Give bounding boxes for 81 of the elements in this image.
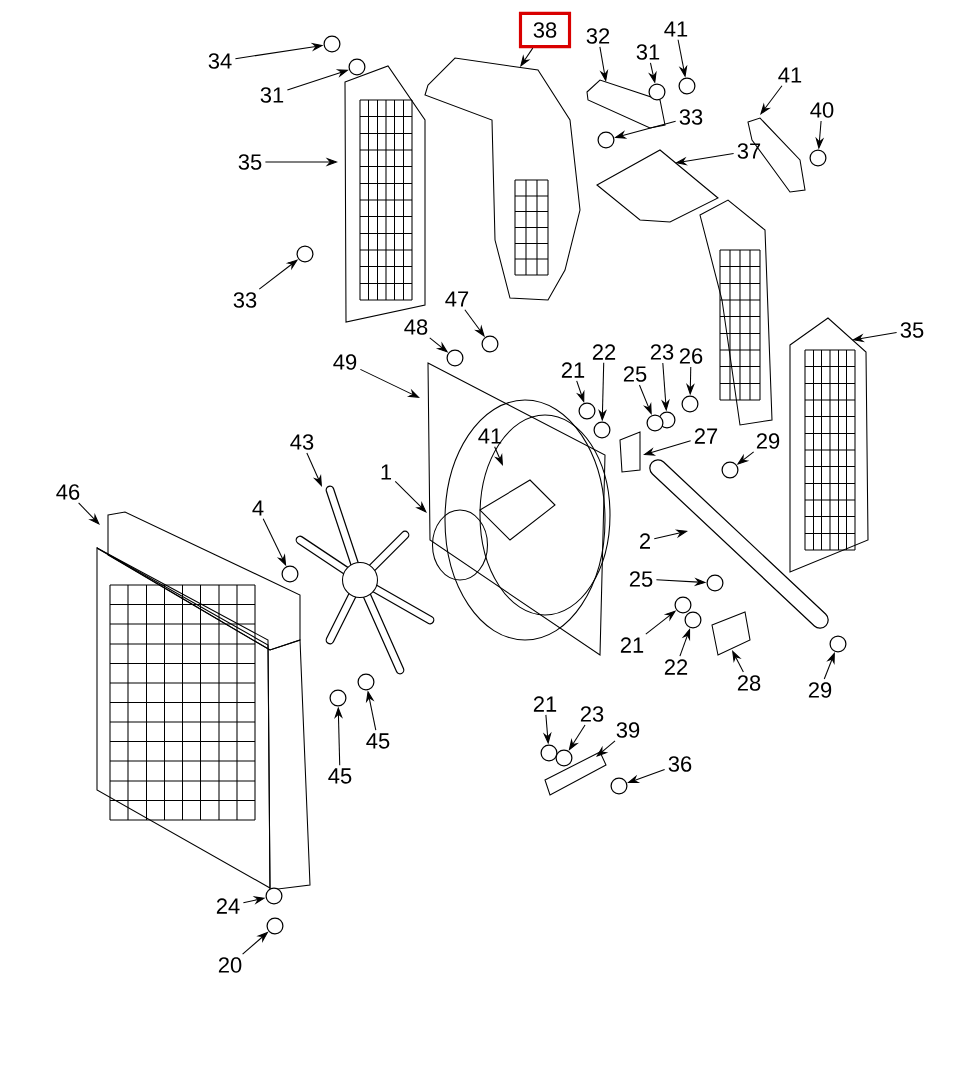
callout-number: 22 [592, 344, 616, 360]
callout-number: 23 [650, 344, 674, 360]
leader-line [494, 446, 503, 466]
fastener [266, 917, 284, 935]
callout-number: 37 [737, 143, 761, 159]
leader-line [732, 650, 744, 673]
callout-number: 45 [366, 733, 390, 749]
fastener [578, 402, 596, 420]
callout-number: 4 [252, 500, 264, 516]
callout-number: 49 [333, 354, 357, 370]
callout-number: 36 [668, 756, 692, 772]
callout-number: 21 [620, 637, 644, 653]
fastener [610, 777, 628, 795]
leader-line [359, 368, 420, 398]
callout-number: 29 [756, 433, 780, 449]
callout-number: 41 [778, 67, 802, 83]
callout-number: 46 [56, 484, 80, 500]
callout-number: 39 [616, 722, 640, 738]
fastener [446, 349, 464, 367]
leader-line [78, 502, 100, 525]
callout-number: 21 [533, 696, 557, 712]
callout-number: 25 [629, 571, 653, 587]
callout-number: 25 [623, 366, 647, 382]
callout-number: 35 [900, 322, 924, 338]
leader-line [596, 740, 616, 757]
leader-line [679, 628, 691, 657]
callout-number: 20 [218, 957, 242, 973]
fastener [597, 131, 615, 149]
fastener [648, 83, 666, 101]
callout-number: 32 [586, 28, 610, 44]
fastener [540, 744, 558, 762]
callout-number: 45 [328, 768, 352, 784]
callout-number: 41 [664, 21, 688, 37]
callout-number: 29 [808, 682, 832, 698]
leader-line [520, 47, 534, 67]
leader-line [394, 480, 427, 513]
callout-number: 41 [478, 428, 502, 444]
callout-number: 22 [664, 659, 688, 675]
callout-number: 31 [636, 44, 660, 60]
highlighted-callout-number: 38 [518, 11, 572, 49]
fastener [265, 887, 283, 905]
fastener [281, 565, 299, 583]
callout-number: 21 [561, 362, 585, 378]
fastener [646, 414, 664, 432]
leader-line [760, 85, 783, 115]
fastener [357, 673, 375, 691]
leader-line [643, 440, 692, 456]
fastener [348, 58, 366, 76]
fastener [296, 245, 314, 263]
fastener [678, 77, 696, 95]
callout-number: 23 [580, 706, 604, 722]
callout-number: 33 [679, 109, 703, 125]
fastener [721, 461, 739, 479]
fastener [593, 421, 611, 439]
callout-number: 2 [640, 533, 650, 549]
fastener [323, 35, 341, 53]
fastener [681, 395, 699, 413]
callout-number: 48 [404, 319, 428, 335]
callout-number: 34 [208, 53, 232, 69]
leader-line [627, 769, 666, 784]
fastener [481, 335, 499, 353]
leader-line [306, 452, 322, 487]
fastener [674, 596, 692, 614]
fastener [684, 611, 702, 629]
callout-number: 28 [737, 675, 761, 691]
callout-number: 1 [381, 464, 392, 480]
callout-number: 26 [679, 348, 703, 364]
callout-number: 27 [694, 428, 718, 444]
callout-number: 47 [445, 291, 469, 307]
fastener [329, 689, 347, 707]
callout-number: 40 [810, 102, 834, 118]
callout-number: 24 [216, 898, 240, 914]
leader-line [568, 724, 586, 751]
fastener [706, 574, 724, 592]
fastener [809, 149, 827, 167]
callout-number: 33 [233, 292, 257, 308]
fastener [829, 635, 847, 653]
fastener [555, 749, 573, 767]
callout-number: 35 [238, 154, 262, 170]
callout-number: 31 [260, 87, 284, 103]
callout-number: 43 [290, 434, 314, 450]
